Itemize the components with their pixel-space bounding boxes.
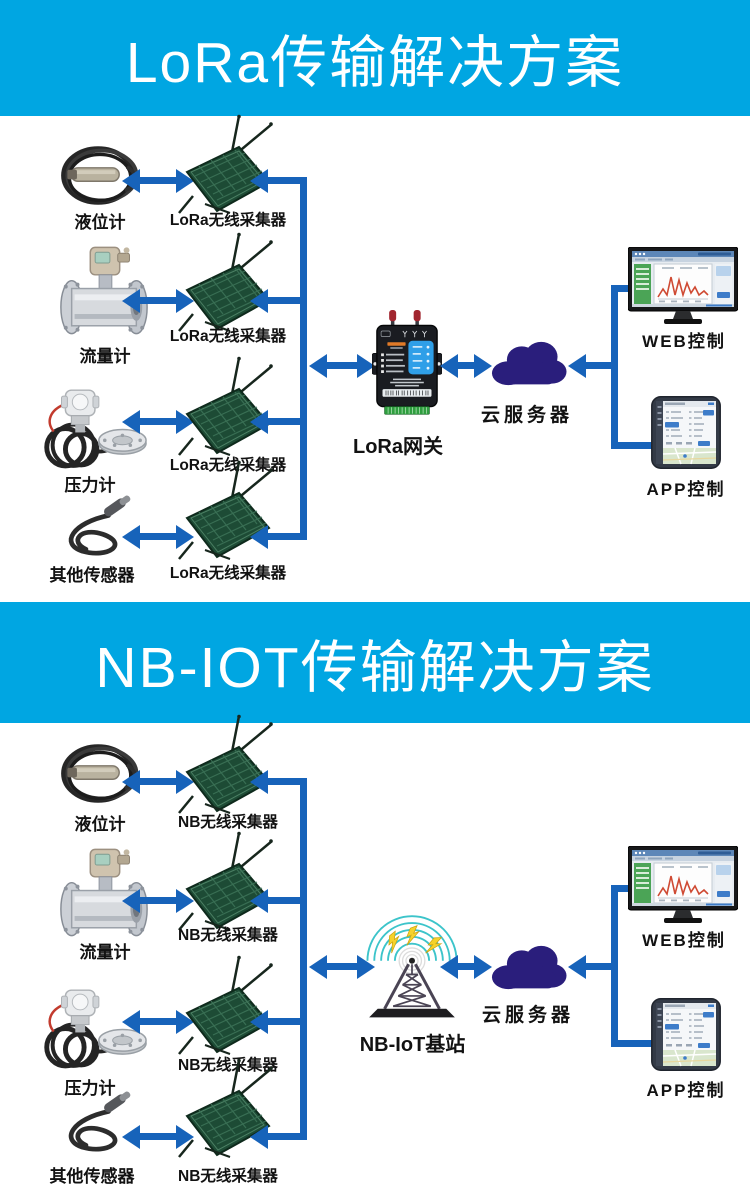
arrow-basestation-cloud — [440, 954, 492, 979]
cloud-server-icon — [486, 938, 568, 994]
arrow-bracket-cloud — [568, 353, 618, 378]
sensor-label: 液位计 — [74, 213, 126, 232]
arrow-trunk-collector — [250, 288, 307, 313]
gateway-label: LoRa网关 — [353, 436, 443, 458]
collector-label: NB无线采集器 — [178, 1168, 278, 1185]
web-control-label: WEB控制 — [642, 332, 726, 351]
lora-section-banner: LoRa传输解决方案 — [0, 0, 750, 116]
bracket-line — [611, 285, 618, 449]
base-station-label: NB-IoT基站 — [359, 1034, 466, 1056]
section-title: NB-IOT传输解决方案 — [95, 635, 655, 700]
web-control-label: WEB控制 — [642, 931, 726, 950]
app-phone-icon — [651, 396, 721, 469]
bracket-to-monitor — [611, 885, 634, 892]
web-monitor-icon — [628, 846, 738, 925]
section-title: LoRa传输解决方案 — [125, 31, 625, 95]
app-phone-icon — [651, 998, 721, 1071]
sensor-label: 流量计 — [79, 347, 131, 366]
arrow-gateway-cloud — [440, 353, 492, 378]
sensor-label: 其他传感器 — [49, 566, 135, 585]
arrow-trunk-collector — [250, 524, 307, 549]
collector-label: LoRa无线采集器 — [169, 212, 287, 229]
trunk-line — [300, 177, 307, 540]
arrow-trunk-collector — [250, 1124, 307, 1149]
lora-gateway-icon — [372, 310, 442, 415]
collector-board-icon — [175, 460, 275, 572]
collector-label: LoRa无线采集器 — [169, 565, 287, 582]
collector-label: LoRa无线采集器 — [169, 457, 287, 474]
bracket-to-phone — [611, 442, 657, 449]
arrow-trunk-collector — [250, 769, 307, 794]
collector-label: LoRa无线采集器 — [169, 328, 287, 345]
trunk-line — [300, 778, 307, 1140]
bracket-line — [611, 885, 618, 1047]
sensor-label: 压力计 — [64, 476, 116, 495]
nbiot-section-banner: NB-IOT传输解决方案 — [0, 602, 750, 723]
sensor-label: 其他传感器 — [49, 1167, 135, 1186]
cloud-label: 云服务器 — [480, 405, 573, 426]
arrow-trunk-basestation — [309, 954, 375, 979]
arrow-sensor-collector — [122, 524, 194, 549]
arrow-sensor-collector — [122, 409, 194, 434]
cloud-server-icon — [486, 334, 568, 390]
sensor-label: 流量计 — [79, 943, 131, 962]
arrow-sensor-collector — [122, 288, 194, 313]
arrow-trunk-collector — [250, 888, 307, 913]
arrow-sensor-collector — [122, 888, 194, 913]
arrow-trunk-collector — [250, 1009, 307, 1034]
arrow-bracket-cloud — [568, 954, 618, 979]
cloud-label: 云服务器 — [481, 1005, 574, 1026]
collector-label: NB无线采集器 — [178, 814, 278, 831]
collector-board-icon — [175, 1058, 275, 1170]
collector-label: NB无线采集器 — [178, 927, 278, 944]
bracket-to-monitor — [611, 285, 634, 292]
sensor-label: 液位计 — [74, 815, 126, 834]
arrow-sensor-collector — [122, 168, 194, 193]
arrow-trunk-collector — [250, 168, 307, 193]
arrow-trunk-collector — [250, 409, 307, 434]
app-control-label: APP控制 — [646, 1081, 726, 1100]
arrow-sensor-collector — [122, 1124, 194, 1149]
arrow-sensor-collector — [122, 769, 194, 794]
bracket-to-phone — [611, 1040, 657, 1047]
arrow-trunk-gateway — [309, 353, 375, 378]
web-monitor-icon — [628, 247, 738, 326]
collector-label: NB无线采集器 — [178, 1057, 278, 1074]
arrow-sensor-collector — [122, 1009, 194, 1034]
app-control-label: APP控制 — [646, 480, 726, 499]
sensor-label: 压力计 — [64, 1079, 116, 1098]
